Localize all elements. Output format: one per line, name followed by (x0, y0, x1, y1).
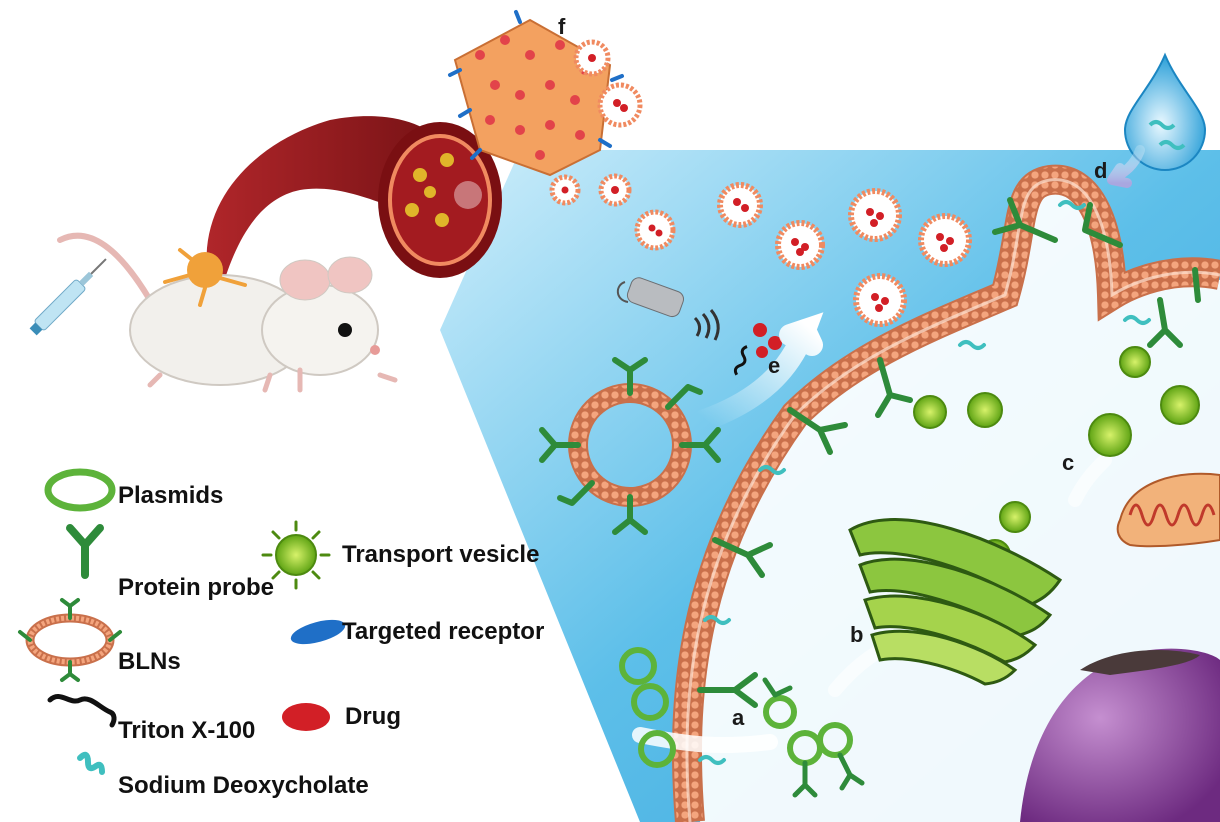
mitochondrion-icon (1116, 472, 1220, 548)
legend-transport-vesicle-label: Transport vesicle (342, 541, 540, 568)
legend-sodium-deoxycholate-label: Sodium Deoxycholate (118, 772, 369, 799)
ultrasound-probe-icon (616, 277, 782, 376)
transport-vesicles (913, 346, 1200, 571)
membrane-deoxycholate (698, 200, 1151, 765)
plasmid-legend-icon (44, 468, 116, 512)
plasmid-probes (762, 677, 865, 798)
legend-glyphs (18, 468, 346, 775)
step-d-label: d (1094, 158, 1108, 183)
protein-probe-legend-icon (66, 524, 104, 579)
small-blns (549, 39, 972, 327)
step-f-label: f (558, 14, 566, 39)
transport-vesicle-legend-icon (261, 520, 331, 590)
mouse-icon (57, 232, 398, 393)
arrow-d (1107, 145, 1145, 188)
sodium-deoxycholate-legend-icon (77, 751, 105, 775)
step-e-label: e (768, 353, 781, 378)
membrane-probes (697, 197, 1201, 708)
arrow-e (694, 312, 824, 431)
legend-triton-label: Triton X-100 (118, 717, 256, 744)
golgi-icon (848, 518, 1063, 686)
step-c-label: c (1062, 450, 1075, 475)
legend-plasmids-label: Plasmids (118, 482, 224, 509)
step-b-label: b (850, 622, 864, 647)
bln-large (539, 357, 721, 535)
plasmids-entry (619, 647, 853, 768)
arrow-a (632, 727, 778, 754)
triton-legend-icon (47, 694, 117, 728)
legend-blns-label: BLNs (118, 648, 181, 675)
arrow-c (1068, 453, 1112, 507)
tumor-cluster (448, 10, 624, 177)
cell-membrane (671, 164, 1220, 822)
nucleus-icon (1020, 648, 1220, 822)
legend-drug-label: Drug (345, 703, 401, 730)
step-a-label: a (732, 705, 745, 730)
water-drop-icon (1123, 52, 1207, 171)
legend-protein-probe-label: Protein probe (118, 574, 275, 601)
targeted-receptor-legend-icon (290, 619, 346, 645)
legend-targeted-receptor-label: Targeted receptor (342, 618, 545, 645)
syringe-icon (29, 258, 107, 336)
bln-legend-icon (18, 598, 122, 682)
drug-legend-icon (282, 703, 330, 731)
blood-vessel (206, 116, 502, 295)
